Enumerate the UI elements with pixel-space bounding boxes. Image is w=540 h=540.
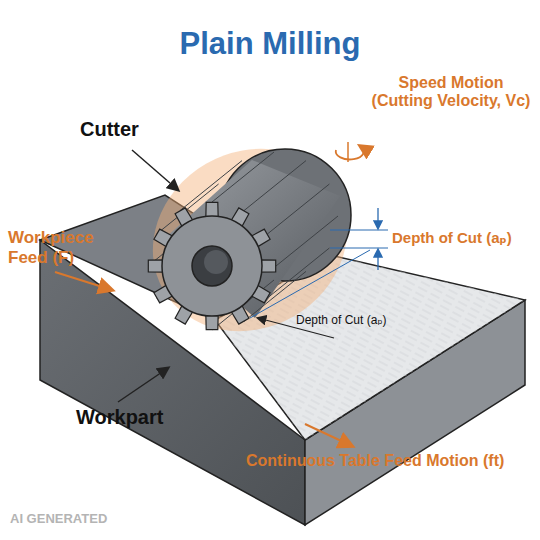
dimension-label: Depth of Cut (aₚ) [392,229,512,246]
tooth-edge [267,184,329,234]
part-label: Workpart [76,406,163,429]
motion-label: Speed Motion (Cutting Velocity, Vc) [366,74,536,111]
workpart-leader [118,368,168,402]
diagram-title: Plain Milling [0,26,540,62]
arbor-hole [192,246,232,286]
cutter-front [162,216,262,316]
feed-arrow [55,272,112,290]
table-feed-arrow [305,424,352,446]
dimension-label: Depth of Cut (aₚ) [296,314,387,328]
cutter-glow [119,114,380,366]
cutter-leader [132,150,178,190]
cutter-teeth [148,152,338,330]
cut-edge-line [250,250,370,318]
part-label: Cutter [80,118,139,141]
depth-arrow-down [377,208,378,228]
rotation-arrow [336,146,364,159]
motion-label: Workpiece Feed (F) [8,228,118,267]
rotation-axis [347,142,349,162]
depth-line-bottom [330,248,388,249]
depth-line-top [330,230,388,231]
watermark: AI GENERATED [10,512,107,527]
tooth-edge [276,216,338,266]
arbor-hole-inner [204,250,228,274]
depth-arrow-up [377,250,378,270]
motion-label: Continuous Table Feed Motion (ft) [246,452,504,470]
